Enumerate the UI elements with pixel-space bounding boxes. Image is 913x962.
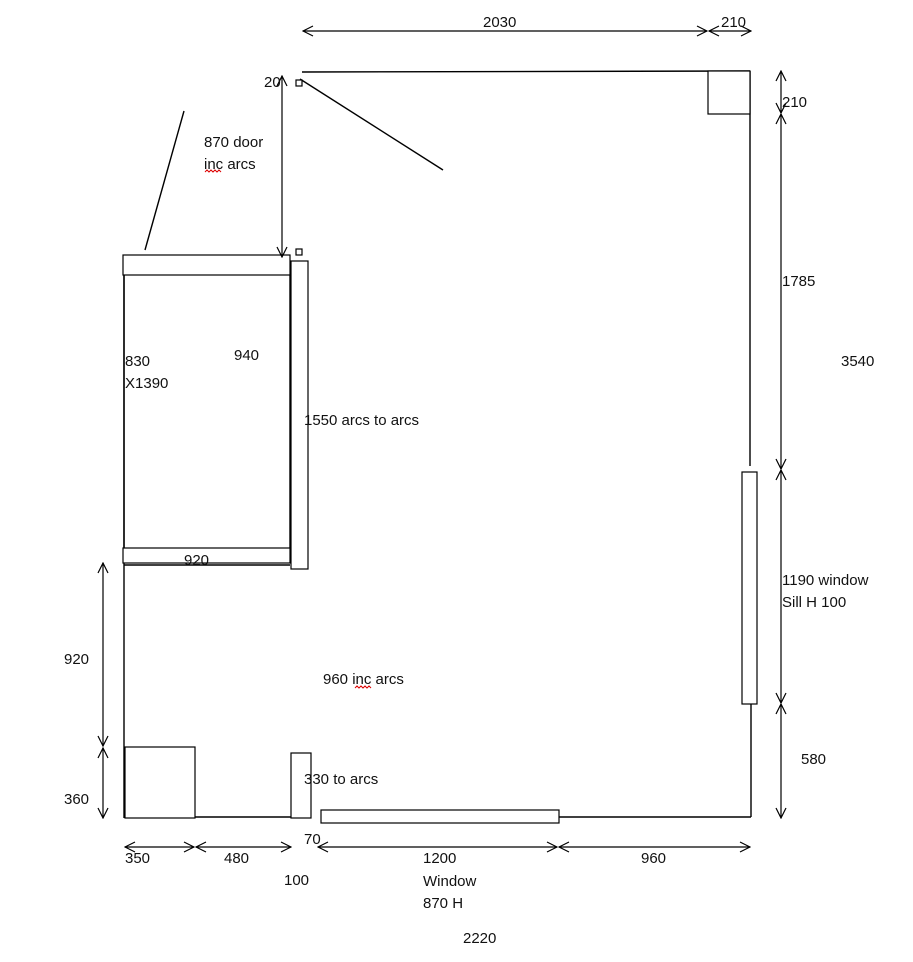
bottom-post	[290, 752, 312, 819]
label-unit-x1390: X1390	[125, 375, 168, 392]
door-hinge-marker-top	[295, 79, 303, 87]
label-unit-920-inner: 920	[184, 552, 209, 569]
bottom-left-unit	[124, 746, 196, 819]
unit-top-bar	[122, 254, 291, 276]
door-swing-line-left	[144, 110, 185, 251]
label-window-right-line1: 1190 window	[782, 572, 869, 589]
partition-1550	[290, 260, 309, 570]
label-bottom-480: 480	[224, 850, 249, 867]
label-door-line2: inc arcs	[204, 156, 256, 173]
tall-unit	[122, 254, 291, 566]
label-left-920: 920	[64, 651, 89, 668]
label-right-1785: 1785	[782, 273, 815, 290]
label-window-right-line2: Sill H 100	[782, 594, 846, 611]
spellcheck-squiggle-inc-2	[354, 685, 372, 689]
dimension-lines	[103, 31, 781, 847]
label-arcs-1550: 1550 arcs to arcs	[304, 412, 419, 429]
room-walls	[123, 70, 752, 818]
label-left-360: 360	[64, 791, 89, 808]
label-bottom-70: 70	[304, 831, 321, 848]
label-right-3540: 3540	[841, 353, 874, 370]
door-swing-line	[299, 78, 444, 171]
label-right-580: 580	[801, 751, 826, 768]
right-window	[741, 471, 758, 705]
label-to-arcs-330: 330 to arcs	[304, 771, 378, 788]
door-hinge-marker-bottom	[295, 248, 303, 256]
label-center-960: 960 inc arcs	[323, 671, 404, 688]
label-top-2030: 2030	[483, 14, 516, 31]
spellcheck-squiggle-inc-1	[204, 169, 222, 173]
label-top-210: 210	[721, 14, 746, 31]
label-unit-830: 830	[125, 353, 150, 370]
top-wall	[301, 70, 751, 73]
label-window-bottom-line2: 870 H	[423, 895, 463, 912]
label-window-bottom-line1: Window	[423, 873, 477, 890]
label-bottom-100: 100	[284, 872, 309, 889]
label-left-20: 20	[264, 74, 281, 91]
label-door-line1: 870 door	[204, 134, 263, 151]
bottom-window	[320, 809, 560, 824]
label-right-210: 210	[782, 94, 807, 111]
corner-pillar	[707, 70, 751, 115]
label-bottom-2220: 2220	[463, 930, 496, 947]
label-bottom-350: 350	[125, 850, 150, 867]
label-bottom-960: 960	[641, 850, 666, 867]
label-unit-940: 940	[234, 347, 259, 364]
labels: 2030 210 210 20 870 door inc arcs 1785 3…	[64, 14, 874, 947]
label-bottom-1200: 1200	[423, 850, 456, 867]
unit-bottom-bar	[122, 547, 291, 564]
